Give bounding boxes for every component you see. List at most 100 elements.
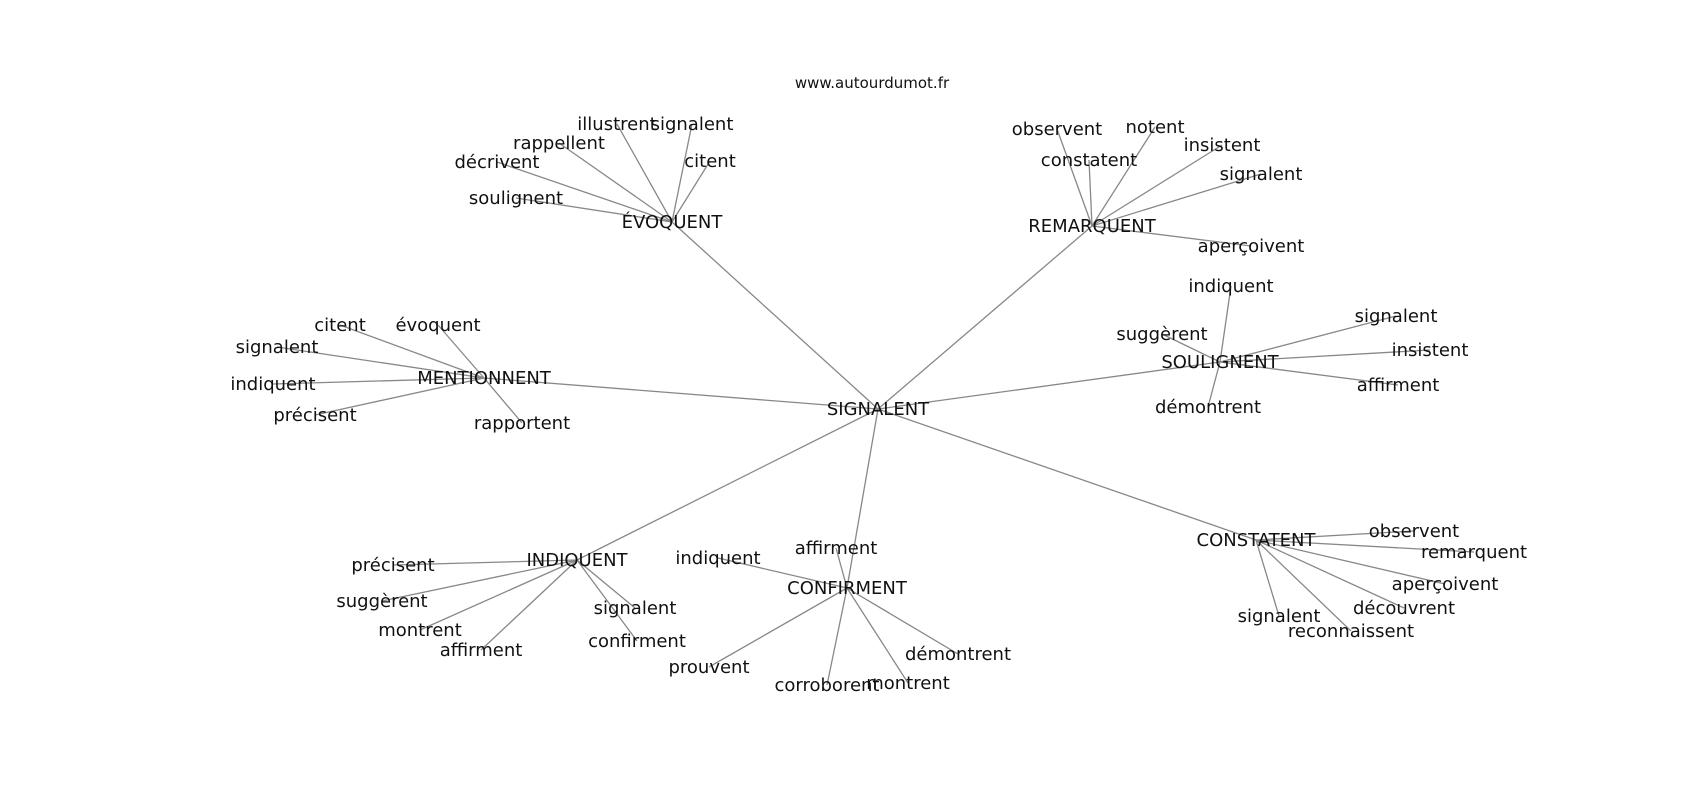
edge-0-to-leaf-3 (671, 160, 711, 223)
leaf-word[interactable]: prouvent (668, 657, 749, 678)
graph-edges (272, 123, 1475, 686)
group-word[interactable]: INDIQUENT (526, 550, 628, 571)
edge-center-to-4 (576, 408, 879, 561)
leaf-word[interactable]: démontrent (1155, 397, 1261, 418)
group-word[interactable]: REMARQUENT (1028, 216, 1156, 237)
leaf-word[interactable]: remarquent (1421, 542, 1527, 563)
edge-5-to-leaf-4 (846, 587, 909, 684)
edge-6-to-leaf-3 (1255, 539, 1405, 609)
edge-1-to-leaf-3 (1091, 144, 1223, 227)
edge-6-to-leaf-5 (1255, 539, 1352, 632)
leaf-word[interactable]: évoquent (395, 315, 480, 336)
edge-4-to-leaf-5 (480, 559, 578, 651)
center-word[interactable]: SIGNALENT (827, 399, 930, 420)
edge-4-to-leaf-1 (381, 559, 578, 602)
edge-5-to-leaf-2 (846, 587, 959, 655)
leaf-word[interactable]: signalent (1355, 306, 1438, 327)
edge-6-to-leaf-0 (1255, 530, 1415, 541)
leaf-word[interactable]: précisent (273, 405, 356, 426)
leaf-word[interactable]: constatent (1041, 150, 1137, 171)
group-word[interactable]: CONSTATENT (1197, 530, 1317, 551)
leaf-word[interactable]: affirment (795, 538, 878, 559)
edge-center-to-2 (483, 377, 879, 410)
edge-3-to-leaf-1 (1219, 315, 1397, 363)
leaf-word[interactable]: rapportent (474, 413, 570, 434)
leaf-word[interactable]: suggèrent (336, 591, 427, 612)
group-word[interactable]: SOULIGNENT (1161, 352, 1279, 373)
edge-4-to-leaf-2 (576, 559, 636, 609)
edge-3-to-leaf-0 (1219, 285, 1232, 363)
leaf-word[interactable]: confirment (588, 631, 686, 652)
edge-2-to-leaf-0 (339, 324, 485, 379)
leaf-word[interactable]: démontrent (905, 644, 1011, 665)
edge-0-to-leaf-4 (496, 161, 673, 223)
edge-5-to-leaf-1 (835, 547, 848, 589)
group-word[interactable]: MENTIONNENT (417, 368, 552, 389)
leaf-word[interactable]: affirment (440, 640, 523, 661)
leaf-word[interactable]: observent (1369, 521, 1459, 542)
site-url: www.autourdumot.fr (795, 74, 950, 92)
leaf-word[interactable]: affirment (1357, 375, 1440, 396)
edge-6-to-leaf-2 (1255, 539, 1446, 585)
edge-4-to-leaf-3 (419, 559, 578, 631)
edge-3-to-leaf-3 (1219, 349, 1431, 363)
edge-3-to-leaf-5 (1207, 361, 1221, 408)
leaf-word[interactable]: indiquent (230, 374, 315, 395)
group-word[interactable]: CONFIRMENT (787, 578, 908, 599)
leaf-word[interactable]: reconnaissent (1288, 621, 1414, 642)
leaf-word[interactable]: décrivent (455, 152, 540, 173)
leaf-word[interactable]: signalent (651, 114, 734, 135)
group-word[interactable]: ÉVOQUENT (622, 211, 724, 233)
leaf-word[interactable]: citent (684, 151, 736, 172)
edge-2-to-leaf-4 (314, 377, 485, 416)
leaf-word[interactable]: découvrent (1353, 598, 1455, 619)
edge-center-to-1 (877, 225, 1093, 410)
edge-0-to-leaf-1 (671, 123, 693, 223)
leaf-word[interactable]: soulignent (469, 188, 563, 209)
leaf-word[interactable]: aperçoivent (1392, 574, 1499, 595)
edge-1-to-leaf-0 (1056, 128, 1093, 227)
edge-1-to-leaf-5 (1091, 225, 1252, 247)
graph-labels: SIGNALENTÉVOQUENTillustrentsignalentrapp… (230, 114, 1527, 696)
edge-6-to-leaf-4 (1255, 539, 1280, 617)
edge-1-to-leaf-1 (1091, 126, 1156, 227)
edge-0-to-leaf-5 (515, 197, 673, 223)
edge-center-to-6 (877, 408, 1257, 541)
leaf-word[interactable]: montrent (378, 620, 462, 641)
leaf-word[interactable]: corroborent (775, 675, 880, 696)
edge-1-to-leaf-2 (1088, 159, 1093, 227)
edge-0-to-leaf-0 (616, 123, 673, 223)
leaf-word[interactable]: indiquent (675, 548, 760, 569)
edge-2-to-leaf-3 (272, 377, 485, 385)
edge-6-to-leaf-1 (1255, 539, 1475, 553)
edge-5-to-leaf-0 (717, 557, 848, 589)
edge-3-to-leaf-4 (1219, 361, 1399, 386)
edge-1-to-leaf-4 (1091, 173, 1262, 227)
leaf-word[interactable]: citent (314, 315, 366, 336)
leaf-word[interactable]: insistent (1392, 340, 1469, 361)
edge-center-to-3 (877, 361, 1221, 410)
leaf-word[interactable]: illustrent (577, 114, 656, 135)
leaf-word[interactable]: signalent (594, 598, 677, 619)
edge-0-to-leaf-2 (558, 142, 673, 223)
edge-center-to-0 (671, 221, 879, 410)
edge-5-to-leaf-3 (708, 587, 848, 668)
leaf-word[interactable]: précisent (351, 555, 434, 576)
edge-2-to-leaf-1 (437, 324, 485, 379)
edge-3-to-leaf-2 (1161, 333, 1221, 363)
leaf-word[interactable]: indiquent (1188, 276, 1273, 297)
leaf-word[interactable]: signalent (236, 337, 319, 358)
leaf-word[interactable]: notent (1125, 117, 1184, 138)
leaf-word[interactable]: rappellent (513, 133, 605, 154)
leaf-word[interactable]: aperçoivent (1198, 236, 1305, 257)
leaf-word[interactable]: signalent (1238, 606, 1321, 627)
leaf-word[interactable]: signalent (1220, 164, 1303, 185)
edge-5-to-leaf-5 (826, 587, 848, 686)
edge-2-to-leaf-2 (276, 346, 485, 379)
leaf-word[interactable]: montrent (866, 673, 950, 694)
leaf-word[interactable]: suggèrent (1116, 324, 1207, 345)
edge-4-to-leaf-0 (392, 559, 578, 566)
leaf-word[interactable]: observent (1012, 119, 1102, 140)
leaf-word[interactable]: insistent (1184, 135, 1261, 156)
